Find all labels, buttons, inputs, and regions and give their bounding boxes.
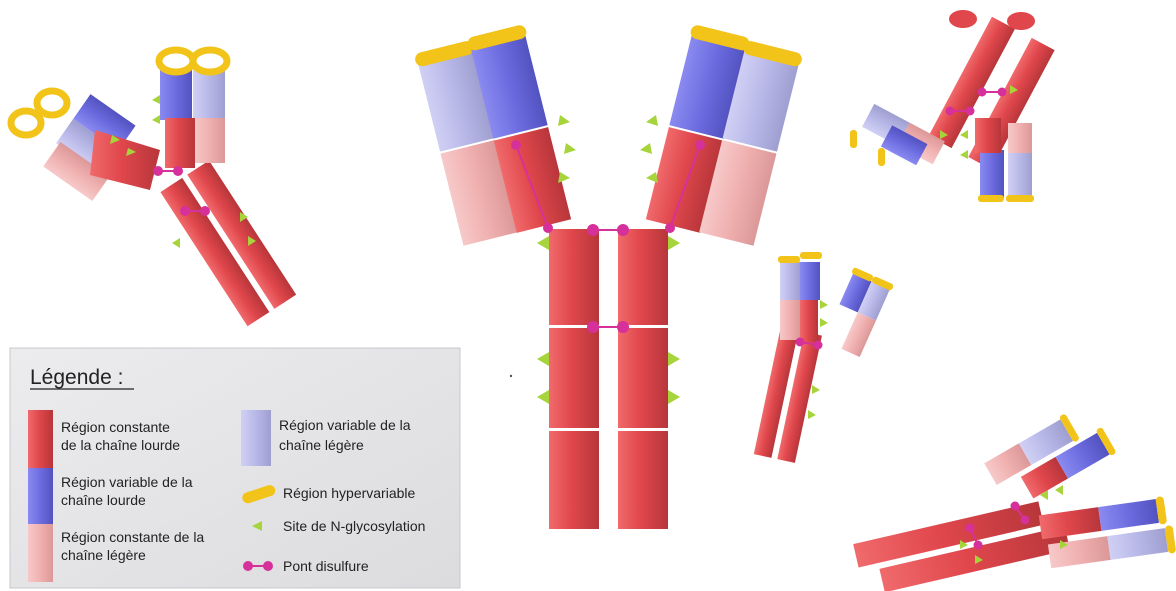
fab-arm-right [644, 24, 803, 246]
legend-label-hypervariable: Région hypervariable [283, 485, 416, 501]
antibody-bottom-right [853, 401, 1176, 591]
legend-title: Légende : [30, 366, 123, 389]
legend-label-glycosylation: Site de N-glycosylation [283, 518, 425, 534]
antibody-top-left [11, 50, 296, 326]
legend-swatch-heavy-variable [28, 468, 53, 524]
heavy-constant-stem-left [549, 229, 599, 529]
legend-swatch-light-variable [241, 410, 271, 466]
legend-label-disulfide: Pont disulfure [283, 558, 369, 574]
antibody-top-right [850, 10, 1055, 202]
legend-swatch-heavy-constant [28, 410, 53, 468]
fab-arm-left [414, 24, 573, 246]
antibody-middle-right [754, 252, 894, 463]
legend: Légende : Région constante de la chaîne … [10, 348, 460, 588]
legend-swatch-light-constant [28, 524, 53, 582]
heavy-constant-stem-right [618, 229, 668, 529]
glycosylation-site [558, 115, 658, 183]
antibody-main [414, 24, 804, 529]
